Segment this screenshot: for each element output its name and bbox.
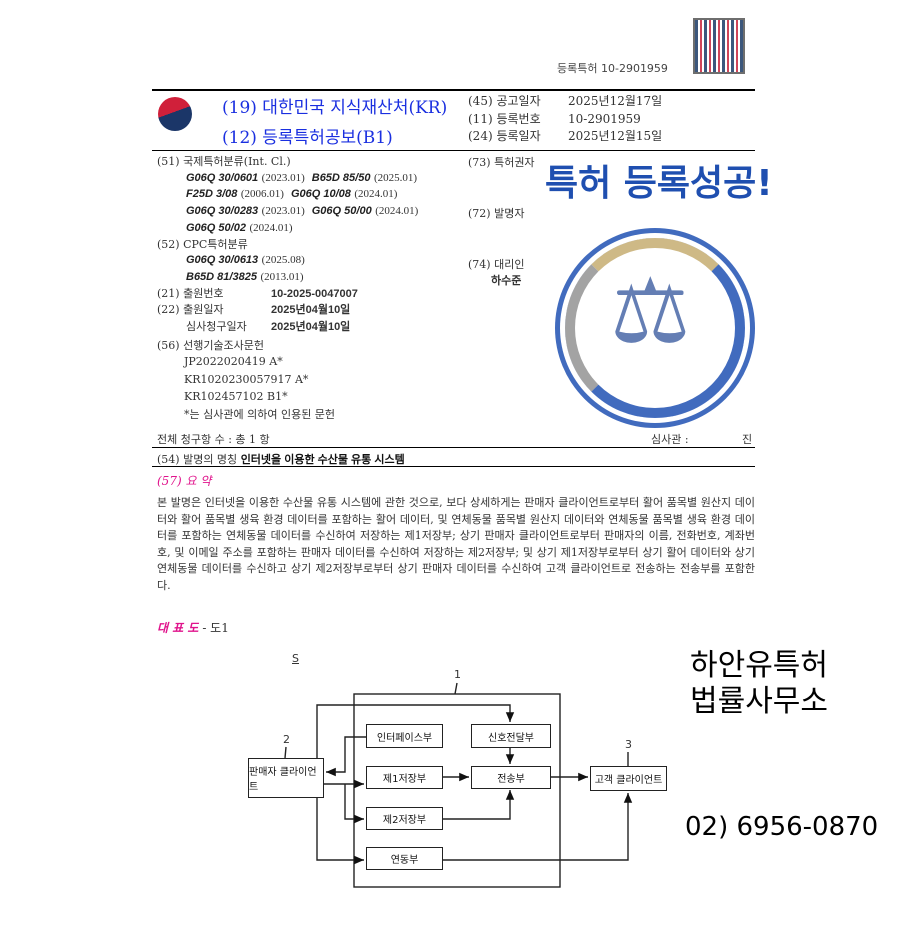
- ipc-version: (2023.01): [261, 205, 305, 218]
- prior-art-item: KR102457102 B1*: [184, 390, 288, 404]
- bibliographic-left: (51) 국제특허분류(Int. Cl.) G06Q 30/0601 (2023…: [157, 154, 418, 423]
- application-number-label: (21) 출원번호: [157, 286, 224, 300]
- exam-request-date-label: 심사청구일자: [186, 320, 247, 334]
- ipc-code: G06Q 50/00: [311, 205, 372, 218]
- signal-block: 신호전달부: [471, 724, 551, 748]
- examiner-label: 심사관 :: [651, 433, 689, 446]
- doc-id: 등록특허 10-2901959: [557, 62, 668, 75]
- ipc-row: F25D 3/08 (2006.01) G06Q 10/08 (2024.01): [157, 186, 418, 203]
- first-storage-block: 제1저장부: [366, 766, 443, 789]
- link-block: 연동부: [366, 847, 443, 870]
- field-value: 10-2901959: [568, 111, 641, 126]
- cpc-version: (2013.01): [260, 270, 304, 283]
- inventor-label: (72) 발명자: [468, 207, 525, 220]
- watermark-firm: 하안유특허법률사무소: [690, 648, 828, 719]
- representative-figure-number: - 도1: [202, 621, 229, 635]
- server-box: [353, 693, 561, 888]
- cpc-code: B65D 81/3825: [186, 270, 257, 283]
- claims-count: 전체 청구항 수 : 총 1 항: [157, 433, 270, 446]
- ref-numeral: 1: [454, 668, 461, 681]
- stamp-seal-icon: [565, 238, 745, 418]
- cpc-row: G06Q 30/0613 (2025.08): [157, 252, 418, 269]
- scales-icon: ⚖: [610, 259, 691, 364]
- cpc-row: B65D 81/3825 (2013.01): [157, 269, 418, 286]
- invention-title: 인터넷을 이용한 수산물 유통 시스템: [240, 454, 405, 466]
- divider: [152, 150, 755, 151]
- ipc-version: (2023.01): [261, 171, 305, 184]
- header-fields: (45) 공고일자 2025년12월17일 (11) 등록번호 10-2901959…: [468, 93, 662, 146]
- system-label: S: [292, 652, 299, 665]
- examiner-name: 진: [742, 433, 753, 446]
- cpc-code: G06Q 30/0613: [186, 254, 259, 267]
- ipc-version: (2024.01): [249, 221, 293, 234]
- ipc-code: F25D 3/08: [186, 188, 238, 201]
- prior-art-note: *는 심사관에 의하여 인용된 문헌: [184, 407, 336, 421]
- representative-figure-label: 대 표 도: [157, 621, 199, 635]
- ipc-row: G06Q 50/02 (2024.01): [157, 220, 418, 237]
- application-date-label: (22) 출원일자: [157, 303, 224, 317]
- field-value: 2025년12월17일: [568, 94, 663, 108]
- divider: [152, 447, 755, 448]
- ref-numeral: 3: [625, 738, 632, 751]
- abstract-label: (57) 요 약: [157, 474, 212, 488]
- field-label: (11) 등록번호: [468, 111, 541, 126]
- ipc-label: (51) 국제특허분류(Int. Cl.): [157, 155, 291, 168]
- ref-numeral: 2: [283, 733, 290, 746]
- publication-type: (12) 등록특허공보(B1): [222, 128, 393, 148]
- divider: [152, 466, 755, 467]
- prior-art-item: KR1020230057917 A*: [184, 372, 309, 386]
- prior-art-label: (56) 선행기술조사문헌: [157, 338, 265, 352]
- patentee-label: (73) 특허권자: [468, 156, 535, 169]
- exam-request-date: 2025년04월10일: [271, 321, 351, 334]
- ipc-code: G06Q 30/0601: [186, 171, 259, 184]
- cpc-label: (52) CPC특허분류: [157, 237, 248, 251]
- qr-code-icon: [693, 18, 745, 74]
- ipc-code: G06Q 50/02: [186, 221, 246, 234]
- ipc-code: G06Q 30/0283: [186, 205, 259, 218]
- interface-block: 인터페이스부: [366, 724, 443, 748]
- ipc-version: (2024.01): [354, 188, 398, 201]
- ipc-row: G06Q 30/0283 (2023.01) G06Q 50/00 (2024.…: [157, 203, 418, 220]
- abstract-text: 본 발명은 인터넷을 이용한 수산물 유통 시스템에 관한 것으로, 보다 상세…: [157, 496, 755, 592]
- office-name: (19) 대한민국 지식재산처(KR): [222, 98, 448, 118]
- field-value: 2025년12월15일: [568, 129, 663, 143]
- second-storage-block: 제2저장부: [366, 807, 443, 830]
- ipc-code: B65D 85/50: [311, 171, 371, 184]
- ipc-version: (2024.01): [375, 205, 419, 218]
- ipc-version: (2025.01): [373, 171, 418, 184]
- divider: [152, 89, 755, 91]
- application-number: 10-2025-0047007: [271, 287, 358, 300]
- application-date: 2025년04월10일: [271, 304, 351, 317]
- ipc-code: G06Q 10/08: [290, 188, 351, 201]
- agent-name: 하수준: [491, 275, 522, 287]
- field-label: (45) 공고일자: [468, 94, 541, 108]
- watermark-headline: 특허 등록성공!: [545, 163, 773, 204]
- prior-art-item: JP2022020419 A*: [184, 355, 283, 369]
- transfer-block: 전송부: [471, 766, 551, 789]
- watermark-phone: 02) 6956-0870: [685, 812, 879, 842]
- customer-client-block: 고객 클라이언트: [590, 766, 667, 791]
- cpc-version: (2025.08): [261, 254, 305, 267]
- title-label: (54) 발명의 명칭: [157, 453, 238, 466]
- field-label: (24) 등록일자: [468, 129, 541, 143]
- seller-client-block: 판매자 클라이언트: [248, 758, 324, 798]
- ipc-row: G06Q 30/0601 (2023.01) B65D 85/50 (2025.…: [157, 170, 418, 187]
- agent-label: (74) 대리인: [468, 258, 525, 271]
- kipo-logo-icon: [158, 97, 192, 131]
- ipc-version: (2006.01): [240, 188, 284, 201]
